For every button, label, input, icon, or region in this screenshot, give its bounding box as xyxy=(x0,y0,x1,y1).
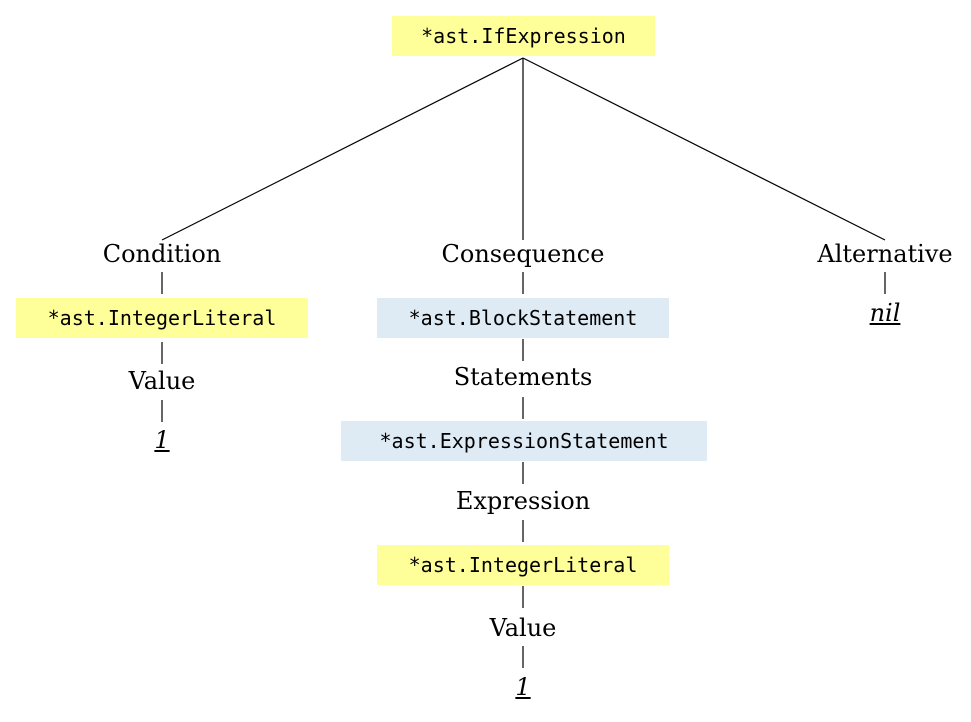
alternative-label: Alternative xyxy=(817,240,953,268)
statements-label: Statements xyxy=(453,363,593,391)
alternative-value-nil: nil xyxy=(869,299,901,327)
consequence-integer-literal-node: *ast.IntegerLiteral xyxy=(377,545,669,585)
condition-value-label: Value xyxy=(128,367,196,395)
consequence-label: Consequence xyxy=(441,240,605,268)
consequence-value-label: Value xyxy=(489,614,557,642)
block-statement-node: *ast.BlockStatement xyxy=(377,298,669,338)
root-node-if-expression: *ast.IfExpression xyxy=(392,16,655,56)
edge-root-condition xyxy=(161,57,524,241)
edge-root-alternative xyxy=(522,57,886,241)
condition-label: Condition xyxy=(102,240,222,268)
expression-label: Expression xyxy=(455,487,591,515)
expression-statement-node: *ast.ExpressionStatement xyxy=(341,421,707,461)
condition-integer-literal-node: *ast.IntegerLiteral xyxy=(16,298,308,338)
consequence-value: 1 xyxy=(515,673,531,701)
condition-value: 1 xyxy=(154,426,170,454)
